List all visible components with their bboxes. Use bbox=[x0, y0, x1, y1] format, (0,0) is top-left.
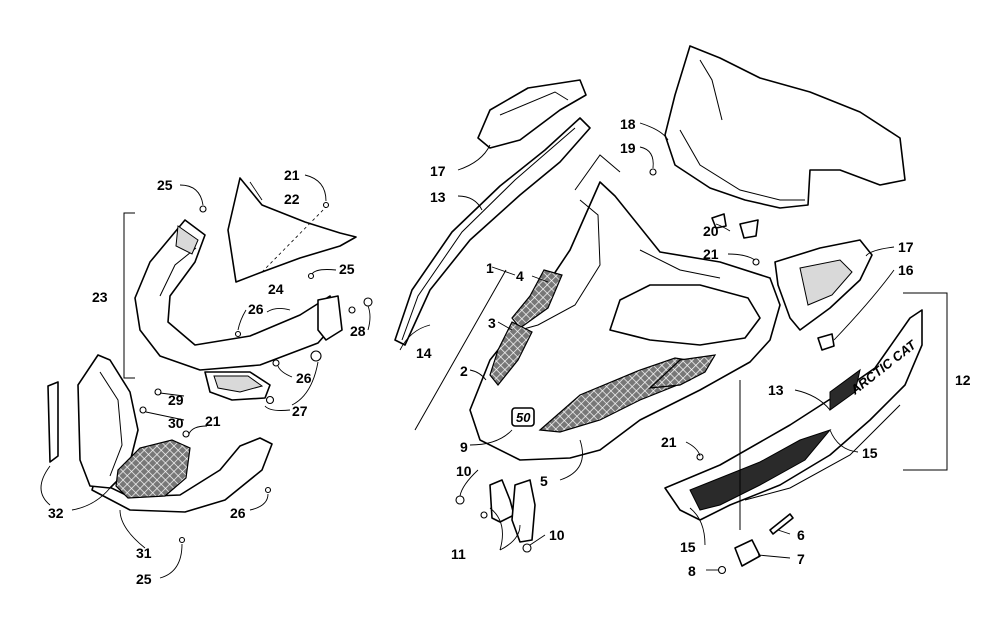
mount-clip bbox=[739, 219, 759, 239]
callout-17: 17 bbox=[898, 239, 914, 255]
callout-20: 20 bbox=[703, 223, 719, 239]
callout-6: 6 bbox=[797, 527, 805, 543]
callout-18: 18 bbox=[620, 116, 636, 132]
long-side-trim bbox=[394, 117, 591, 346]
trim-strip bbox=[47, 381, 59, 463]
hood-opening bbox=[609, 284, 761, 346]
windshield bbox=[664, 45, 906, 209]
callout-14: 14 bbox=[416, 345, 432, 361]
callout-11: 11 bbox=[451, 546, 466, 562]
callout-labels: 25 21 22 25 23 24 26 28 26 27 29 30 21 2… bbox=[48, 116, 971, 587]
callout-13: 13 bbox=[768, 382, 784, 398]
callout-21: 21 bbox=[284, 167, 300, 183]
callout-19: 19 bbox=[620, 140, 636, 156]
callout-15: 15 bbox=[680, 539, 696, 555]
mounting-bracket-left bbox=[489, 479, 515, 523]
callout-4: 4 bbox=[516, 268, 524, 284]
callout-1: 1 bbox=[486, 260, 494, 276]
small-windshield bbox=[227, 177, 357, 283]
callout-21: 21 bbox=[205, 413, 221, 429]
callout-2: 2 bbox=[460, 363, 468, 379]
callout-22: 22 bbox=[284, 191, 300, 207]
side-mesh bbox=[648, 354, 717, 389]
lower-grille-mesh bbox=[115, 439, 191, 499]
callout-28: 28 bbox=[350, 323, 366, 339]
callout-13: 13 bbox=[430, 189, 446, 205]
callout-24: 24 bbox=[268, 281, 284, 297]
callout-25: 25 bbox=[339, 261, 355, 277]
callout-25: 25 bbox=[136, 571, 152, 587]
callout-21: 21 bbox=[661, 434, 677, 450]
right-assembly: ARCTIC CAT bbox=[639, 45, 948, 575]
callout-21: 21 bbox=[703, 246, 719, 262]
callout-26: 26 bbox=[248, 301, 264, 317]
callout-26: 26 bbox=[296, 370, 312, 386]
callout-12: 12 bbox=[955, 372, 971, 388]
side-bracket bbox=[317, 295, 343, 341]
callout-9: 9 bbox=[460, 439, 468, 455]
vent-mesh-lower bbox=[489, 321, 533, 386]
left-assembly bbox=[40, 174, 373, 579]
side-panel-right bbox=[664, 309, 923, 521]
side-panel-left bbox=[77, 354, 139, 489]
panel-bolt bbox=[769, 513, 794, 535]
bracket-12 bbox=[903, 292, 948, 471]
callout-29: 29 bbox=[168, 392, 184, 408]
callout-23: 23 bbox=[92, 289, 108, 305]
badge-text: 50 bbox=[516, 410, 531, 425]
callout-7: 7 bbox=[797, 551, 805, 567]
windshield-mount bbox=[711, 213, 727, 229]
callout-17: 17 bbox=[430, 163, 446, 179]
callout-5: 5 bbox=[540, 473, 548, 489]
hood-badge bbox=[511, 407, 535, 427]
callout-15: 15 bbox=[862, 445, 878, 461]
bracket-23 bbox=[123, 212, 135, 379]
callout-25: 25 bbox=[157, 177, 173, 193]
callout-16: 16 bbox=[898, 262, 914, 278]
callout-27: 27 bbox=[292, 403, 308, 419]
callout-31: 31 bbox=[136, 545, 152, 561]
deflector-texture bbox=[799, 259, 853, 306]
panel-decal-stripe bbox=[689, 428, 832, 511]
mounting-bracket-right bbox=[511, 479, 536, 543]
callout-30: 30 bbox=[168, 415, 184, 431]
center-assembly: 50 bbox=[394, 79, 781, 553]
bracket-1 bbox=[414, 154, 621, 431]
top-deflector bbox=[477, 79, 587, 149]
callout-8: 8 bbox=[688, 563, 696, 579]
callout-32: 32 bbox=[48, 505, 64, 521]
callout-10: 10 bbox=[456, 463, 472, 479]
callout-26: 26 bbox=[230, 505, 246, 521]
panel-bracket bbox=[734, 539, 761, 567]
callout-3: 3 bbox=[488, 315, 496, 331]
panel-clip bbox=[817, 333, 835, 351]
callout-10: 10 bbox=[549, 527, 565, 543]
